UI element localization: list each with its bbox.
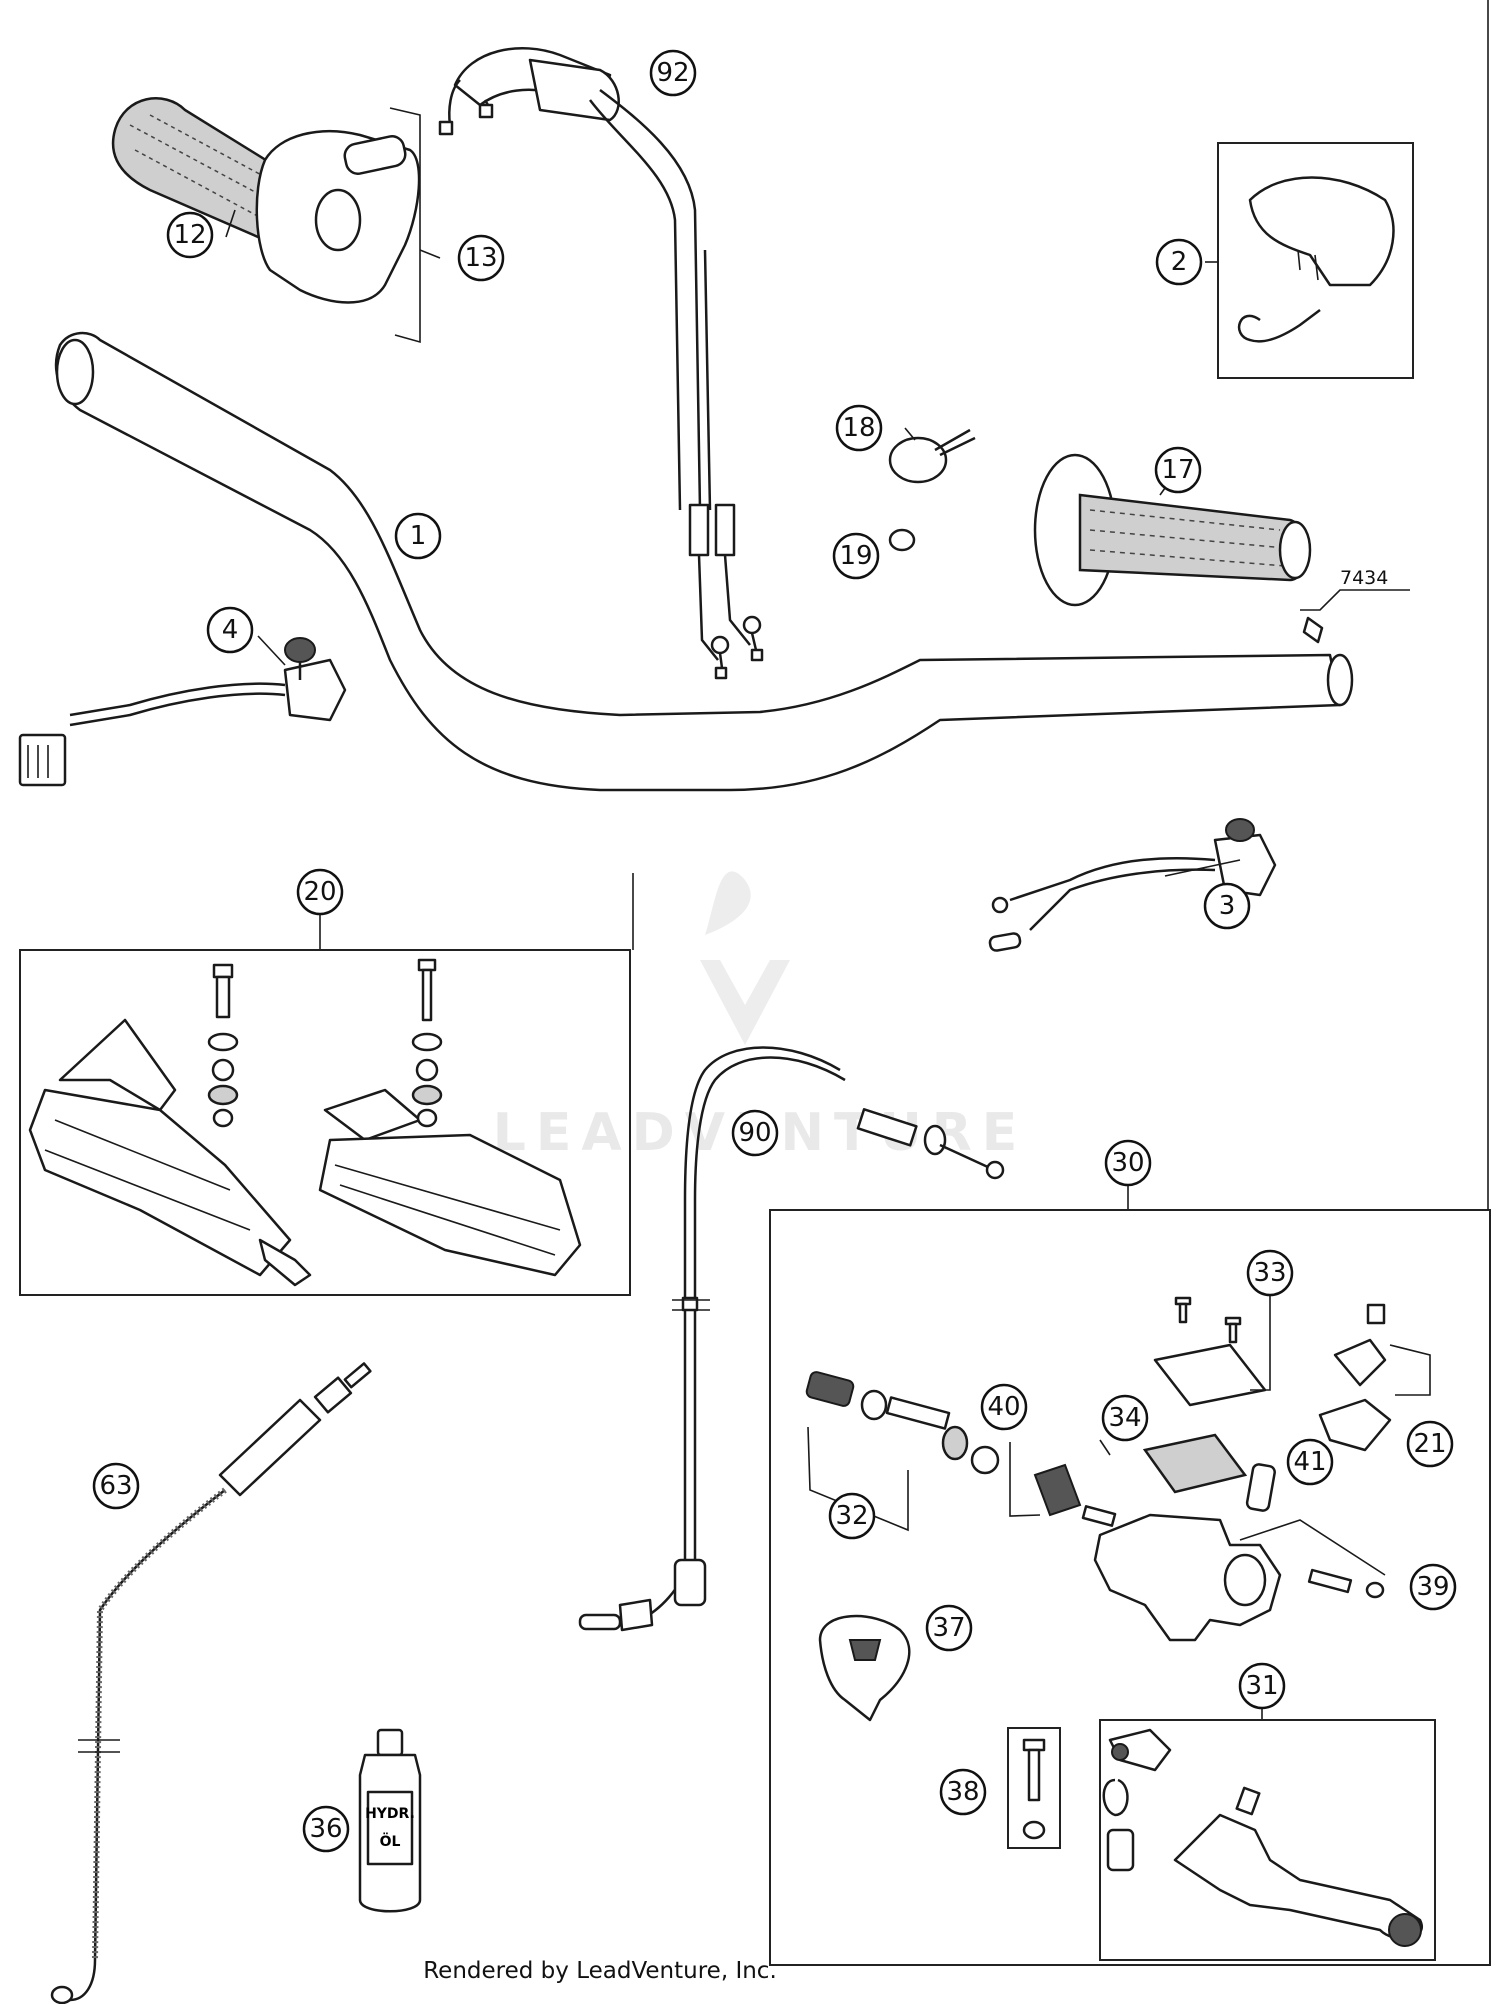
callout-17: 17 <box>1154 446 1202 494</box>
svg-text:31: 31 <box>1245 1671 1278 1701</box>
callout-34: 34 <box>1101 1394 1149 1442</box>
callout-3: 3 <box>1203 882 1251 930</box>
svg-text:21: 21 <box>1413 1429 1446 1459</box>
callout-31: 31 <box>1238 1662 1286 1710</box>
callout-19: 19 <box>832 532 880 580</box>
callout-20: 20 <box>296 868 344 916</box>
throttle-cables <box>438 47 764 680</box>
small-nut <box>888 528 916 552</box>
svg-text:92: 92 <box>656 58 689 88</box>
kill-switch-right <box>988 818 1277 952</box>
callout-92: 92 <box>649 49 697 97</box>
svg-text:12: 12 <box>173 220 206 250</box>
svg-text:1: 1 <box>410 521 427 551</box>
part-number-7434: 7434 <box>1340 567 1388 589</box>
callout-39: 39 <box>1409 1563 1457 1611</box>
handlebar <box>54 331 1354 792</box>
clutch-master-cylinder-kit <box>769 1185 1491 1966</box>
bottle-label-line1: HYDR. <box>365 1806 415 1822</box>
leader-lines <box>225 209 1241 950</box>
svg-text:2: 2 <box>1171 247 1188 277</box>
svg-text:40: 40 <box>987 1392 1020 1422</box>
callout-12: 12 <box>166 211 214 259</box>
svg-text:19: 19 <box>839 541 872 571</box>
callout-40: 40 <box>980 1383 1028 1431</box>
callout-63: 63 <box>92 1462 140 1510</box>
callout-21: 21 <box>1406 1420 1454 1468</box>
svg-text:4: 4 <box>222 615 239 645</box>
svg-text:39: 39 <box>1416 1572 1449 1602</box>
bottle-label-line2: ÖL <box>380 1832 401 1850</box>
svg-text:90: 90 <box>738 1118 771 1148</box>
svg-text:30: 30 <box>1111 1148 1144 1178</box>
bar-end-plug <box>1300 589 1410 644</box>
svg-text:33: 33 <box>1253 1258 1286 1288</box>
clutch-cable <box>578 1046 1005 1632</box>
svg-text:37: 37 <box>932 1613 965 1643</box>
svg-text:34: 34 <box>1108 1403 1141 1433</box>
brake-line <box>50 1362 372 2004</box>
svg-text:36: 36 <box>309 1814 342 1844</box>
svg-text:3: 3 <box>1219 891 1236 921</box>
callout-41: 41 <box>1286 1438 1334 1486</box>
svg-text:20: 20 <box>303 877 336 907</box>
callout-2: 2 <box>1155 238 1203 286</box>
hydraulic-oil-bottle: HYDR. ÖL <box>358 1728 422 1913</box>
svg-text:18: 18 <box>842 413 875 443</box>
cable-tie <box>888 428 976 484</box>
callout-4: 4 <box>206 606 254 654</box>
svg-text:13: 13 <box>464 243 497 273</box>
watermark-logo <box>700 871 790 1045</box>
callout-30: 30 <box>1104 1139 1152 1187</box>
throttle-grip <box>111 97 421 344</box>
svg-text:17: 17 <box>1161 455 1194 485</box>
callout-33: 33 <box>1246 1249 1294 1297</box>
svg-text:41: 41 <box>1293 1447 1326 1477</box>
callout-38: 38 <box>939 1768 987 1816</box>
callout-37: 37 <box>925 1604 973 1652</box>
svg-text:32: 32 <box>835 1501 868 1531</box>
end-cap-assembly <box>1217 142 1414 379</box>
kill-switch-left <box>18 637 347 787</box>
hand-guard-kit <box>19 895 631 1296</box>
callout-1: 1 <box>394 512 442 560</box>
callout-13: 13 <box>457 234 505 282</box>
callout-90: 90 <box>731 1109 779 1157</box>
callout-36: 36 <box>302 1805 350 1853</box>
left-grip <box>1033 453 1312 607</box>
footer-credit: Rendered by LeadVenture, Inc. <box>423 1958 777 1984</box>
svg-text:38: 38 <box>946 1777 979 1807</box>
callout-18: 18 <box>835 404 883 452</box>
callout-32: 32 <box>828 1492 876 1540</box>
svg-text:63: 63 <box>99 1471 132 1501</box>
